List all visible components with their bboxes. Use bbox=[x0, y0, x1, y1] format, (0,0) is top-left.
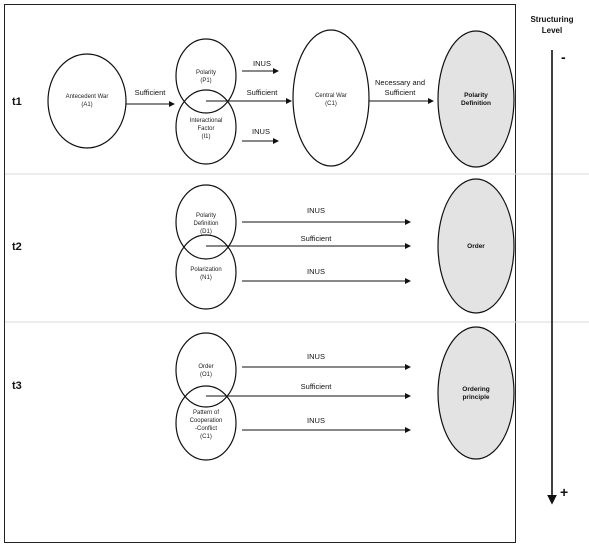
node-order-o1 bbox=[175, 332, 237, 408]
scale-plus-sign: + bbox=[560, 484, 568, 500]
row-label-t1: t1 bbox=[12, 96, 22, 108]
node-pattern-label2: Cooperation bbox=[190, 418, 223, 424]
node-antecedent-war-label: Antecedent War bbox=[66, 94, 109, 100]
node-polarization-id: (N1) bbox=[200, 275, 212, 281]
edge-t3-sufficient-label: Sufficient bbox=[301, 382, 333, 391]
edge-t2-inus-top-label: INUS bbox=[307, 206, 325, 215]
node-ordering-principle-outcome bbox=[437, 326, 515, 460]
node-polarity-definition-d1-id: (D1) bbox=[200, 229, 212, 235]
node-pattern-id: (C1) bbox=[200, 434, 212, 440]
node-polarity-definition-outcome-label: Polarity bbox=[464, 92, 488, 99]
node-interactional-factor-label2: Factor bbox=[197, 126, 214, 132]
row-label-t3: t3 bbox=[12, 380, 22, 392]
node-polarity-definition-outcome bbox=[437, 30, 515, 168]
node-central-war-id: (C1) bbox=[325, 101, 337, 107]
node-order-outcome bbox=[437, 178, 515, 314]
edge-a1-label: Sufficient bbox=[135, 88, 167, 97]
edge-t1-sufficient-label: Sufficient bbox=[247, 88, 279, 97]
row-label-t2: t2 bbox=[12, 241, 22, 253]
edge-c1-label-line1: Necessary and bbox=[375, 78, 425, 87]
node-polarity-definition-d1-label: Polarity bbox=[196, 213, 216, 219]
node-interactional-factor-label: Interactional bbox=[190, 118, 223, 124]
node-central-war-label: Central War bbox=[315, 93, 347, 99]
node-interactional-factor bbox=[175, 89, 237, 165]
diagram-frame bbox=[4, 4, 516, 543]
scale-title: Structuring bbox=[530, 15, 573, 24]
edge-c1-label-line2: Sufficient bbox=[385, 88, 417, 97]
node-polarity-p1-id: (P1) bbox=[200, 78, 211, 84]
node-antecedent-war-id: (A1) bbox=[81, 102, 92, 108]
node-pattern-label: Pattern of bbox=[193, 410, 219, 416]
node-polarity-definition-d1-label2: Definition bbox=[193, 221, 218, 227]
node-order-o1-id: (O1) bbox=[200, 372, 212, 378]
node-ordering-principle-label2: principle bbox=[462, 394, 489, 401]
scale-title-line2: Level bbox=[542, 26, 562, 35]
edge-t1-inus-top-label: INUS bbox=[253, 59, 271, 68]
node-polarity-definition-d1 bbox=[175, 184, 237, 260]
node-pattern-cooperation-conflict bbox=[175, 385, 237, 461]
node-polarization-n1 bbox=[175, 234, 237, 310]
node-polarity-definition-outcome-label2: Definition bbox=[461, 100, 491, 107]
edge-t3-inus-top-label: INUS bbox=[307, 352, 325, 361]
edge-t2-inus-bottom-label: INUS bbox=[307, 267, 325, 276]
node-antecedent-war bbox=[47, 53, 127, 149]
edge-t2-sufficient-label: Sufficient bbox=[301, 234, 333, 243]
scale-minus-sign: - bbox=[561, 49, 566, 65]
node-order-outcome-label: Order bbox=[467, 243, 485, 250]
node-ordering-principle-label: Ordering bbox=[462, 386, 489, 393]
node-interactional-factor-id: (I1) bbox=[202, 134, 211, 140]
node-polarity-p1-label: Polarity bbox=[196, 70, 216, 76]
edge-t3-inus-bottom-label: INUS bbox=[307, 416, 325, 425]
node-order-o1-label: Order bbox=[198, 364, 213, 370]
edge-t1-inus-bottom-label: INUS bbox=[252, 127, 270, 136]
node-polarity-p1 bbox=[175, 38, 237, 114]
node-central-war bbox=[292, 29, 370, 167]
node-pattern-label3: -Conflict bbox=[195, 426, 217, 432]
node-polarization-label: Polarization bbox=[190, 267, 221, 273]
